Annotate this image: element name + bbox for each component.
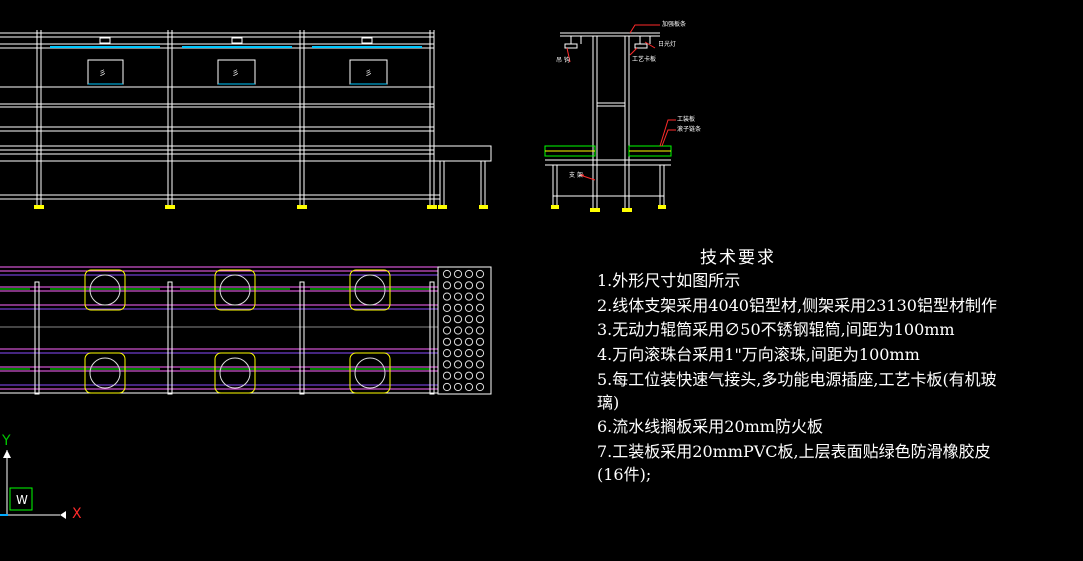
ucs-icon: Y X W bbox=[0, 433, 82, 522]
ucs-w-label: W bbox=[16, 493, 28, 507]
side-view-labels: 加强板条 日光灯 吊 钩 工艺卡板 工装板 滚子链条 支 架 bbox=[556, 20, 701, 179]
ball-cell bbox=[464, 292, 474, 301]
ball-cell bbox=[453, 360, 463, 369]
label-hook: 吊 钩 bbox=[556, 56, 570, 64]
ball-cell bbox=[475, 337, 485, 346]
ucs-x-label: X bbox=[72, 506, 82, 522]
note-1: 1.外形尺寸如图所示 bbox=[597, 271, 741, 290]
note-3: 3.无动力辊筒采用∅50不锈钢辊筒,间距为100mm bbox=[597, 320, 955, 339]
note-7-cont: (16件); bbox=[597, 465, 652, 484]
ball-cell bbox=[453, 303, 463, 312]
ball-cell bbox=[442, 281, 452, 290]
ball-cell bbox=[475, 281, 485, 290]
label-top: 加强板条 bbox=[662, 20, 686, 28]
label-roller: 滚子链条 bbox=[677, 125, 701, 133]
side-elevation-view bbox=[544, 24, 676, 212]
ball-cell bbox=[442, 303, 452, 312]
label-workboard: 工装板 bbox=[677, 115, 695, 123]
ball-cell bbox=[442, 371, 452, 380]
front-elevation-view: 彡 彡 彡 bbox=[0, 30, 492, 209]
svg-text:彡: 彡 bbox=[232, 69, 239, 77]
ball-cell bbox=[453, 349, 463, 358]
ucs-y-label: Y bbox=[1, 433, 11, 449]
ball-cell bbox=[475, 326, 485, 335]
ball-cell bbox=[453, 382, 463, 392]
label-process-board: 工艺卡板 bbox=[632, 55, 656, 63]
ball-cell bbox=[464, 360, 474, 369]
note-2: 2.线体支架采用4040铝型材,侧架采用23130铝型材制作 bbox=[597, 296, 997, 315]
ball-cell bbox=[475, 371, 485, 380]
ball-cell bbox=[453, 337, 463, 346]
note-5: 5.每工位装快速气接头,多功能电源插座,工艺卡板(有机玻 bbox=[597, 370, 997, 389]
ball-cell bbox=[475, 360, 485, 369]
tech-requirements-title: 技术要求 bbox=[700, 248, 776, 268]
svg-text:彡: 彡 bbox=[99, 69, 106, 77]
ball-cell bbox=[475, 269, 485, 279]
ball-cell bbox=[475, 382, 485, 392]
ball-cell bbox=[464, 326, 474, 335]
plan-view bbox=[0, 266, 492, 395]
ball-cell bbox=[442, 269, 452, 279]
ball-cell bbox=[442, 337, 452, 346]
ball-cell bbox=[475, 349, 485, 358]
note-4: 4.万向滚珠台采用1"万向滚珠,间距为100mm bbox=[597, 345, 920, 364]
ball-cell bbox=[453, 281, 463, 290]
ball-cell bbox=[475, 303, 485, 312]
ball-transfer-grid bbox=[442, 269, 485, 392]
ball-cell bbox=[453, 269, 463, 279]
ball-cell bbox=[475, 315, 485, 324]
ball-cell bbox=[453, 292, 463, 301]
ball-cell bbox=[453, 326, 463, 335]
note-7: 7.工装板采用20mmPVC板,上层表面贴绿色防滑橡胶皮 bbox=[597, 442, 991, 461]
ball-cell bbox=[464, 303, 474, 312]
svg-text:彡: 彡 bbox=[365, 69, 372, 77]
ball-cell bbox=[453, 315, 463, 324]
ball-cell bbox=[442, 315, 452, 324]
label-support: 支 架 bbox=[569, 171, 583, 179]
ball-cell bbox=[464, 269, 474, 279]
note-5-cont: 璃) bbox=[597, 393, 620, 412]
ball-cell bbox=[464, 315, 474, 324]
ball-cell bbox=[464, 281, 474, 290]
ball-cell bbox=[442, 360, 452, 369]
ball-cell bbox=[442, 326, 452, 335]
ball-cell bbox=[442, 382, 452, 392]
ball-cell bbox=[464, 382, 474, 392]
ball-cell bbox=[442, 349, 452, 358]
ball-cell bbox=[464, 371, 474, 380]
ball-cell bbox=[442, 292, 452, 301]
ball-cell bbox=[475, 292, 485, 301]
ball-cell bbox=[453, 371, 463, 380]
ball-cell bbox=[464, 349, 474, 358]
label-light: 日光灯 bbox=[658, 40, 676, 48]
note-6: 6.流水线搁板采用20mm防火板 bbox=[597, 417, 823, 436]
ball-cell bbox=[464, 337, 474, 346]
